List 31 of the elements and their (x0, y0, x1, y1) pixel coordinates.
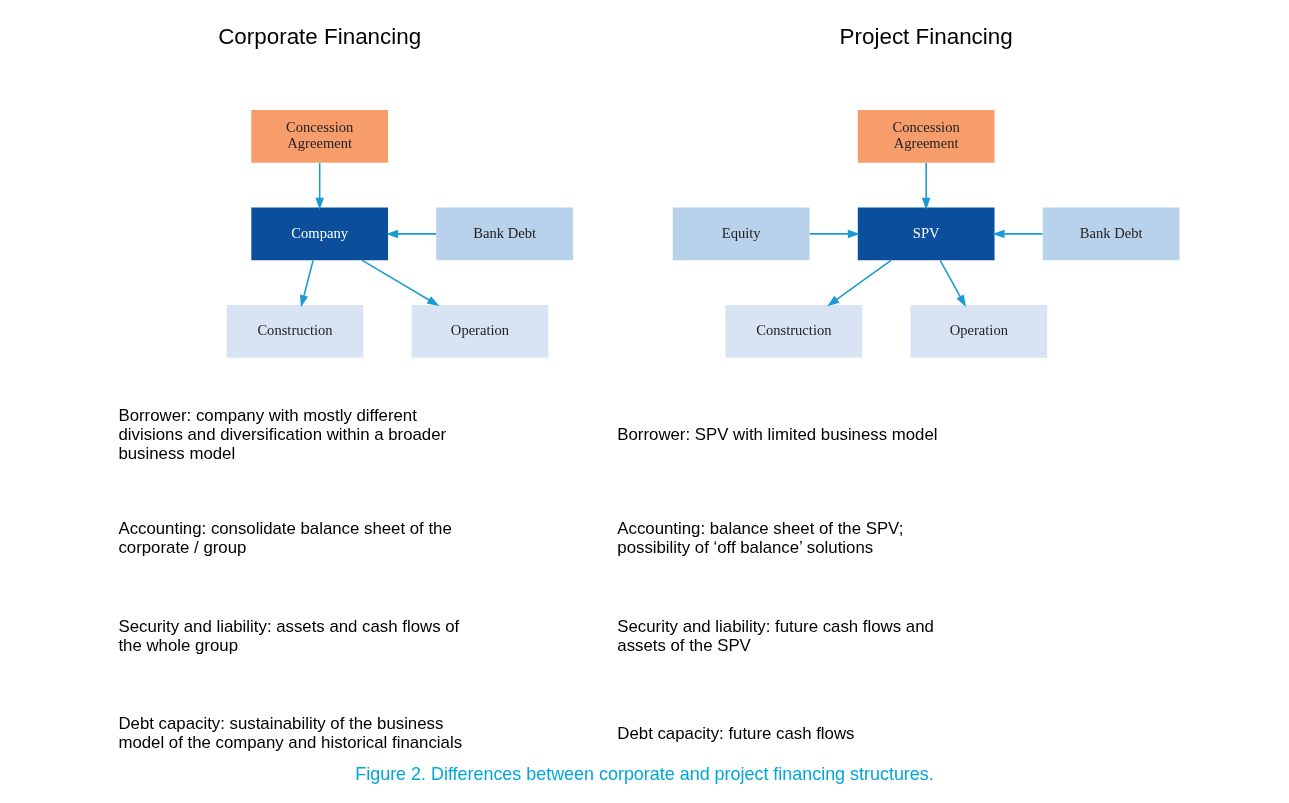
arrow (939, 259, 966, 308)
label: Project Financing (839, 24, 1013, 50)
node-box: Bank Debt (436, 207, 574, 261)
label: Accounting: consolidate balance sheet of the corporate / group (118, 519, 452, 558)
arrow (992, 229, 1044, 239)
label: Corporate Financing (218, 24, 422, 50)
node-box: Operation (910, 305, 1048, 358)
label: Security and liability: assets and cash flows of the whole group (118, 616, 460, 655)
arrow (921, 162, 931, 210)
node-box: Operation (411, 305, 549, 358)
node-box: Construction (226, 305, 364, 358)
arrow (809, 229, 860, 239)
node-box: Equity (672, 207, 810, 261)
node-box: Concession Agreement (857, 110, 995, 163)
label: Borrower: SPV with limited business model (617, 424, 938, 444)
arrow (827, 259, 892, 307)
node-box: Company (251, 207, 389, 261)
label: Accounting: balance sheet of the SPV; possibility of ‘off balance’ solutions (617, 519, 904, 558)
node-box: Concession Agreement (251, 110, 389, 163)
node-box: Bank Debt (1042, 207, 1180, 261)
caption: Figure 2. Differences between corporate and project financing structures. (355, 764, 934, 785)
arrow (361, 259, 440, 307)
label: Borrower: company with mostly different divisions and diversification within a broader business model (118, 405, 447, 463)
label: Security and liability: future cash flows and assets of the SPV (617, 616, 934, 655)
node-box: Construction (725, 305, 863, 358)
label: Debt capacity: sustainability of the business model of the company and historical financials (118, 714, 463, 753)
arrow (315, 162, 324, 210)
node-box: SPV (857, 207, 995, 261)
label: Debt capacity: future cash flows (617, 723, 855, 743)
arrow (385, 229, 437, 239)
arrow (299, 259, 314, 308)
